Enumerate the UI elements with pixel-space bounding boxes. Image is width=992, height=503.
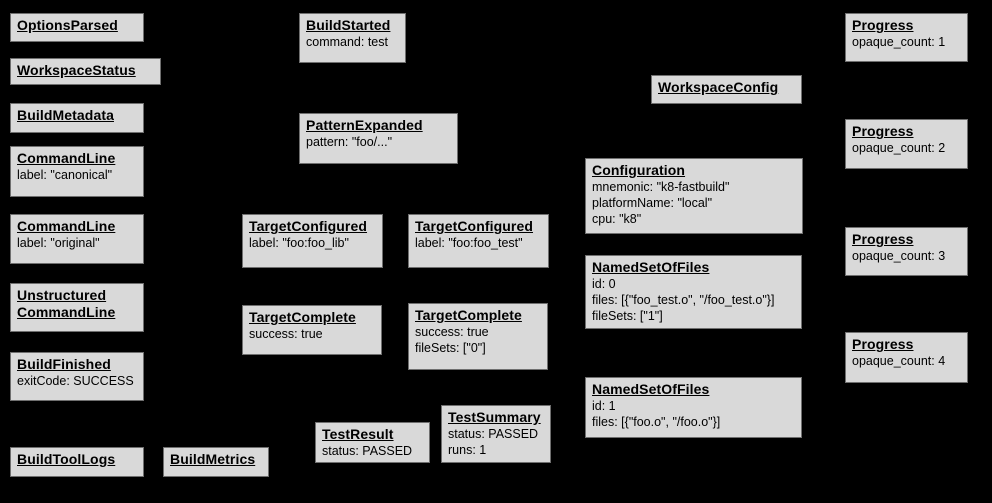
node-options-parsed: OptionsParsed <box>10 13 144 42</box>
node-configuration: Configuration mnemonic: "k8-fastbuild" pl… <box>585 158 803 234</box>
node-named-set-of-files-1: NamedSetOfFiles id: 1 files: [{"foo.o", "… <box>585 377 802 438</box>
node-title: WorkspaceConfig <box>658 79 779 95</box>
node-field: status: PASSED <box>448 427 539 441</box>
node-title: Progress <box>852 17 914 33</box>
node-title: WorkspaceStatus <box>17 62 136 78</box>
node-title: Unstructured CommandLine <box>17 287 116 320</box>
node-field: label: "original" <box>17 236 100 250</box>
node-command-line-original: CommandLine label: "original" <box>10 214 144 264</box>
node-field: id: 1 <box>592 399 616 413</box>
node-build-metadata: BuildMetadata <box>10 103 144 133</box>
node-field: exitCode: SUCCESS <box>17 374 134 388</box>
node-title: TestResult <box>322 426 394 442</box>
node-title: BuildMetadata <box>17 107 114 123</box>
node-title: Progress <box>852 336 914 352</box>
node-field: pattern: "foo/..." <box>306 135 393 149</box>
node-title: Progress <box>852 231 914 247</box>
node-build-metrics: BuildMetrics <box>163 447 269 477</box>
node-title: CommandLine <box>17 218 116 234</box>
node-pattern-expanded: PatternExpanded pattern: "foo/..." <box>299 113 458 164</box>
node-title: BuildMetrics <box>170 451 256 467</box>
node-title: BuildFinished <box>17 356 111 372</box>
node-progress-1: Progress opaque_count: 1 <box>845 13 968 62</box>
node-progress-4: Progress opaque_count: 4 <box>845 332 968 383</box>
node-field: status: PASSED <box>322 444 413 458</box>
node-field: opaque_count: 3 <box>852 249 946 263</box>
node-field: id: 0 <box>592 277 616 291</box>
node-title: NamedSetOfFiles <box>592 381 710 397</box>
node-title: NamedSetOfFiles <box>592 259 710 275</box>
node-field: success: true <box>249 327 323 341</box>
node-field: files: [{"foo_test.o", "/foo_test.o"}] <box>592 293 775 307</box>
node-title: TargetComplete <box>415 307 522 323</box>
node-field: success: true <box>415 325 489 339</box>
node-target-complete-foo-lib: TargetComplete success: true <box>242 305 382 355</box>
node-field: label: "foo:foo_lib" <box>249 236 349 250</box>
node-field: command: test <box>306 35 388 49</box>
node-field: label: "canonical" <box>17 168 113 182</box>
node-test-summary: TestSummary status: PASSED runs: 1 <box>441 405 551 463</box>
node-field: opaque_count: 1 <box>852 35 946 49</box>
node-progress-2: Progress opaque_count: 2 <box>845 119 968 169</box>
node-field: label: "foo:foo_test" <box>415 236 523 250</box>
node-named-set-of-files-0: NamedSetOfFiles id: 0 files: [{"foo_test.… <box>585 255 802 329</box>
node-field: files: [{"foo.o", "/foo.o"}] <box>592 415 721 429</box>
node-title: OptionsParsed <box>17 17 118 33</box>
node-field: fileSets: ["0"] <box>415 341 486 355</box>
node-build-finished: BuildFinished exitCode: SUCCESS <box>10 352 144 401</box>
node-title: TargetConfigured <box>415 218 534 234</box>
node-title: TargetConfigured <box>249 218 368 234</box>
node-field: fileSets: ["1"] <box>592 309 663 323</box>
node-field: cpu: "k8" <box>592 212 642 226</box>
node-title: BuildStarted <box>306 17 391 33</box>
node-title: Configuration <box>592 162 686 178</box>
node-target-configured-foo-lib: TargetConfigured label: "foo:foo_lib" <box>242 214 383 268</box>
node-title: TestSummary <box>448 409 541 425</box>
node-build-tool-logs: BuildToolLogs <box>10 447 144 477</box>
node-field: opaque_count: 2 <box>852 141 946 155</box>
node-workspace-config: WorkspaceConfig <box>651 75 802 104</box>
node-title: BuildToolLogs <box>17 451 116 467</box>
node-title: TargetComplete <box>249 309 356 325</box>
node-title: PatternExpanded <box>306 117 423 133</box>
node-unstructured-command-line: Unstructured CommandLine <box>10 283 144 332</box>
node-progress-3: Progress opaque_count: 3 <box>845 227 968 276</box>
node-workspace-status: WorkspaceStatus <box>10 58 161 85</box>
node-target-complete-foo-test: TargetComplete success: true fileSets: ["… <box>408 303 548 370</box>
node-command-line-canonical: CommandLine label: "canonical" <box>10 146 144 197</box>
node-field: runs: 1 <box>448 443 487 457</box>
node-title: CommandLine <box>17 150 116 166</box>
node-target-configured-foo-test: TargetConfigured label: "foo:foo_test" <box>408 214 549 268</box>
node-field: platformName: "local" <box>592 196 713 210</box>
node-field: opaque_count: 4 <box>852 354 946 368</box>
node-title: Progress <box>852 123 914 139</box>
node-test-result: TestResult status: PASSED <box>315 422 430 463</box>
node-field: mnemonic: "k8-fastbuild" <box>592 180 730 194</box>
node-build-started: BuildStarted command: test <box>299 13 406 63</box>
